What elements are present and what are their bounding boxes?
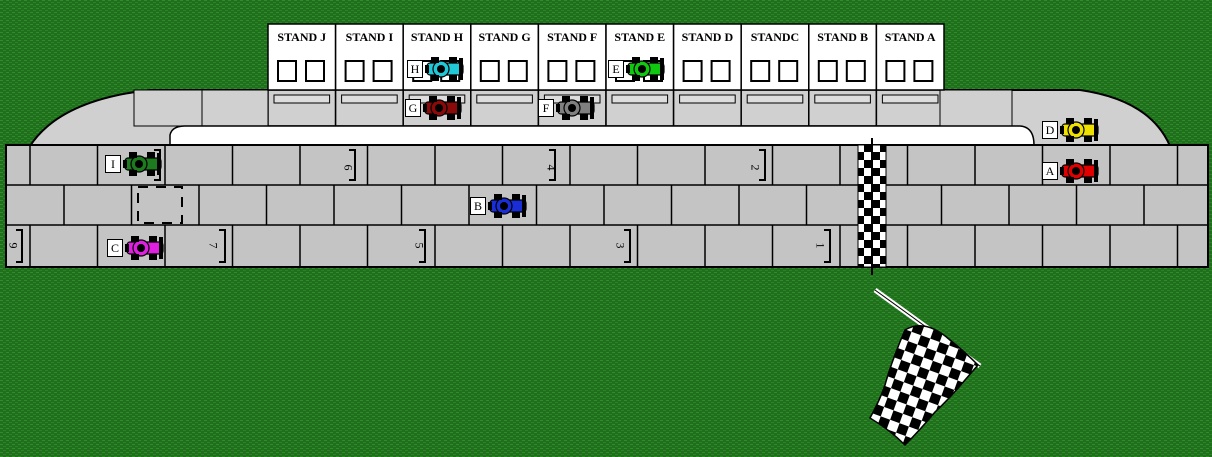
car-label: D: [1042, 121, 1058, 139]
stand-label: STAND D: [674, 26, 742, 48]
car-label: C: [107, 239, 123, 257]
stand-label: STAND J: [268, 26, 336, 48]
car-label: G: [405, 99, 421, 117]
stand-label: STAND G: [471, 26, 539, 48]
car-label: B: [470, 197, 486, 215]
stand-label: STANDC: [741, 26, 809, 48]
grid-number: 3: [613, 243, 628, 249]
grid-number: 5: [412, 243, 427, 249]
finish-line: [858, 138, 886, 275]
grid-number: 2: [748, 165, 763, 171]
car-label: I: [105, 155, 121, 173]
stand-label: STAND F: [538, 26, 606, 48]
main-track: [6, 145, 1208, 267]
car-label: H: [407, 60, 423, 78]
stand-label: STAND A: [876, 26, 944, 48]
grid-number: 9: [6, 243, 21, 249]
stand-label: STAND I: [336, 26, 404, 48]
car-label: A: [1042, 162, 1058, 180]
grid-number: 6: [341, 165, 356, 171]
car-label: F: [538, 99, 554, 117]
stand-label: STAND B: [809, 26, 877, 48]
grid-number: 7: [206, 243, 221, 249]
grid-number: 4: [544, 165, 559, 171]
car-label: E: [608, 60, 624, 78]
stand-label: STAND H: [403, 26, 471, 48]
grid-number: 1: [813, 243, 828, 249]
pit-wall: [170, 126, 1034, 145]
stand-label: STAND E: [606, 26, 674, 48]
